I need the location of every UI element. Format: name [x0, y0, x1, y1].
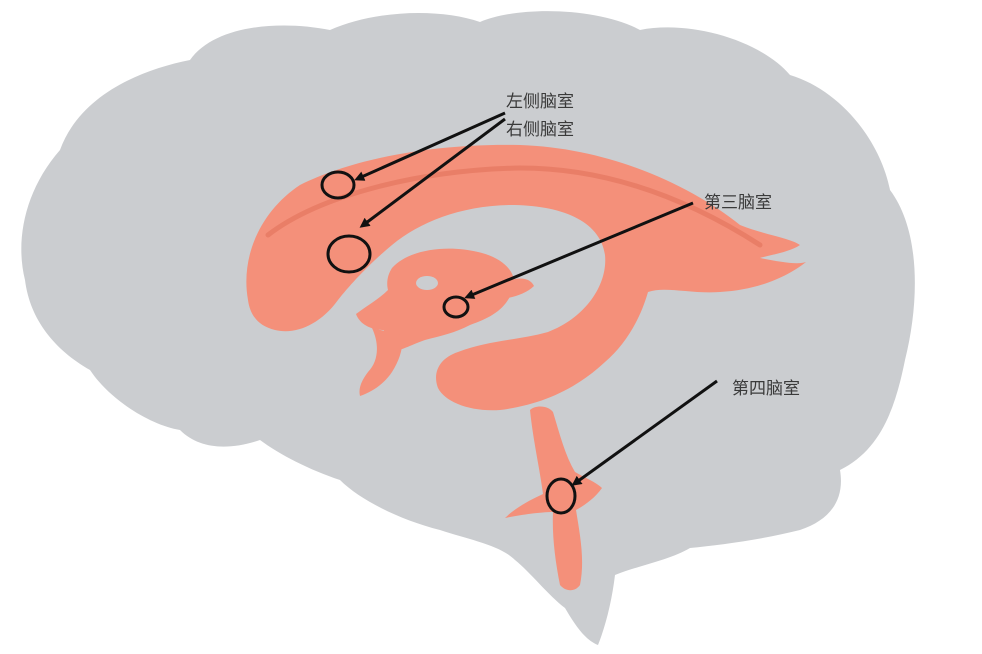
right-lateral-ventricle-arrow	[359, 117, 506, 228]
pineal-recess	[505, 278, 534, 298]
fourth-ventricle-marker	[545, 477, 577, 515]
left-lateral-ventricle-marker	[320, 170, 356, 200]
right-lateral-ventricle-marker	[326, 234, 372, 274]
third-ventricle-shape	[356, 248, 515, 351]
interthalamic-adhesion	[416, 276, 438, 290]
third-ventricle-label: 第三脑室	[704, 193, 772, 213]
left-lateral-ventricle-label: 左侧脑室	[506, 92, 574, 112]
infundibular-recess	[359, 328, 403, 396]
right-lateral-ventricle-label: 右侧脑室	[506, 120, 574, 140]
fourth-ventricle-label: 第四脑室	[732, 379, 800, 399]
fourth-ventricle-arrow	[571, 379, 718, 486]
lateral-ventricle	[246, 144, 806, 411]
third-ventricle-arrow	[464, 201, 694, 299]
brain-silhouette	[21, 11, 915, 646]
lateral-ventricle-crease	[265, 165, 763, 248]
left-lateral-ventricle-arrow	[354, 111, 506, 181]
third-ventricle-marker	[442, 295, 470, 319]
fourth-ventricle-shape	[505, 406, 602, 591]
